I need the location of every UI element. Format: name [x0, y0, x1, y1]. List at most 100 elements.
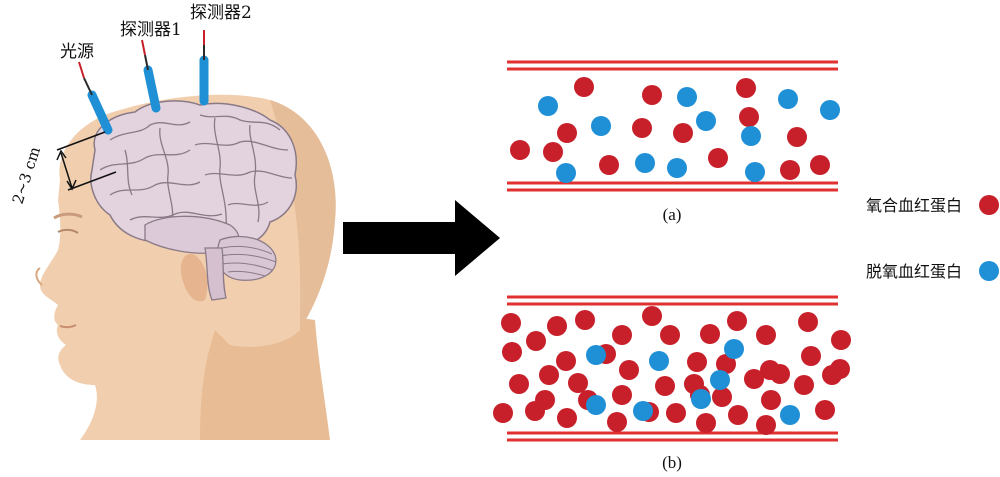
legend-oxy-label: 氧合血红蛋白	[866, 196, 962, 215]
oxyhemoglobin-cell	[547, 316, 567, 336]
light-source-label: 光源	[60, 42, 94, 62]
oxyhemoglobin-cell	[574, 77, 594, 97]
oxyhemoglobin-cell	[794, 375, 814, 395]
deoxyhemoglobin-cell	[724, 339, 744, 359]
oxyhemoglobin-cell	[526, 331, 546, 351]
legend-deoxy-label: 脱氧血红蛋白	[866, 262, 962, 281]
oxyhemoglobin-cell	[780, 160, 800, 180]
oxyhemoglobin-cell	[798, 312, 818, 332]
deoxyhemoglobin-cell	[710, 370, 730, 390]
oxyhemoglobin-cell	[509, 374, 529, 394]
oxyhemoglobin-cell	[728, 405, 748, 425]
detector1-label: 探测器1	[120, 20, 182, 40]
deoxyhemoglobin-cell	[780, 405, 800, 425]
cerebellum	[216, 235, 277, 281]
light-source-probe	[78, 61, 113, 135]
deoxyhemoglobin-cell	[820, 100, 840, 120]
oxyhemoglobin-cell	[801, 346, 821, 366]
oxyhemoglobin-cell	[716, 354, 736, 374]
deoxyhemoglobin-cell	[691, 389, 711, 409]
brain-stem	[204, 247, 227, 301]
oxyhemoglobin-cell	[557, 408, 577, 428]
oxyhemoglobin-cell	[575, 310, 595, 330]
oxyhemoglobin-cell	[727, 311, 747, 331]
oxyhemoglobin-cell	[770, 364, 790, 384]
oxyhemoglobin-cell	[510, 140, 530, 160]
mouth	[59, 324, 77, 329]
deoxyhemoglobin-cell	[633, 401, 653, 421]
oxyhemoglobin-cell	[655, 376, 675, 396]
oxyhemoglobin-cell	[493, 403, 513, 423]
oxyhemoglobin-cell	[736, 78, 756, 98]
caption-b: (b)	[662, 453, 682, 472]
oxyhemoglobin-cell	[612, 385, 632, 405]
oxyhemoglobin-cell	[607, 412, 627, 432]
oxyhemoglobin-cell	[831, 330, 851, 350]
oxyhemoglobin-cell	[666, 403, 686, 423]
deoxyhemoglobin-cell	[591, 116, 611, 136]
oxyhemoglobin-cell	[557, 123, 577, 143]
ear	[180, 253, 208, 302]
deoxyhemoglobin-cell	[586, 395, 606, 415]
oxyhemoglobin-cell	[756, 415, 776, 435]
deoxyhemoglobin-cell	[741, 126, 761, 146]
vessel-wall-top-b	[507, 295, 838, 306]
transition-arrow	[343, 200, 500, 276]
nose	[35, 267, 43, 286]
oxyhemoglobin-cell	[761, 390, 781, 410]
vessel-wall-bottom-b	[507, 431, 838, 442]
oxyhemoglobin-cell	[612, 325, 632, 345]
oxyhemoglobin-cell	[502, 342, 522, 362]
oxyhemoglobin-cell	[744, 369, 764, 389]
vessel-panel-b	[493, 295, 851, 442]
oxyhemoglobin-cell	[712, 387, 732, 407]
oxyhemoglobin-cell	[815, 400, 835, 420]
cells-b	[493, 306, 851, 435]
legend-oxy-swatch	[979, 195, 999, 215]
oxyhemoglobin-cell	[787, 127, 807, 147]
oxyhemoglobin-cell	[756, 325, 776, 345]
oxyhemoglobin-cell	[642, 306, 662, 326]
oxyhemoglobin-cell	[501, 313, 521, 333]
oxyhemoglobin-cell	[696, 413, 716, 433]
oxyhemoglobin-cell	[660, 325, 680, 345]
deoxyhemoglobin-cell	[677, 87, 697, 107]
eye	[57, 228, 79, 234]
deoxyhemoglobin-cell	[778, 89, 798, 109]
oxyhemoglobin-cell	[700, 324, 720, 344]
oxyhemoglobin-cell	[619, 360, 639, 380]
vessel-wall-bottom-a	[507, 181, 838, 192]
oxyhemoglobin-cell	[708, 148, 728, 168]
oxyhemoglobin-cell	[599, 155, 619, 175]
deoxyhemoglobin-cell	[538, 96, 558, 116]
oxyhemoglobin-cell	[673, 123, 693, 143]
legend: 氧合血红蛋白 脱氧血红蛋白	[866, 195, 999, 281]
deoxyhemoglobin-cell	[696, 111, 716, 131]
brain-gyri	[99, 114, 293, 231]
oxyhemoglobin-cell	[632, 118, 652, 138]
deoxyhemoglobin-cell	[586, 345, 606, 365]
oxyhemoglobin-cell	[810, 155, 830, 175]
detector1-probe	[141, 39, 161, 113]
oxyhemoglobin-cell	[535, 390, 555, 410]
deoxyhemoglobin-cell	[745, 162, 765, 182]
oxyhemoglobin-cell	[739, 107, 759, 127]
caption-a: (a)	[663, 205, 682, 224]
eyebrow	[53, 212, 83, 220]
deoxyhemoglobin-cell	[649, 351, 669, 371]
legend-deoxy-swatch	[979, 261, 999, 281]
cerebrum	[90, 100, 297, 252]
oxyhemoglobin-cell	[539, 365, 559, 385]
oxyhemoglobin-cell	[543, 142, 563, 162]
depth-label: 2~3 cm	[9, 145, 44, 207]
oxyhemoglobin-cell	[568, 373, 588, 393]
oxyhemoglobin-cell	[642, 85, 662, 105]
depth-marker	[56, 131, 117, 191]
vessel-wall-top-a	[507, 60, 838, 71]
cells-a	[510, 77, 840, 183]
deoxyhemoglobin-cell	[667, 158, 687, 178]
deoxyhemoglobin-cell	[556, 163, 576, 183]
oxyhemoglobin-cell	[556, 351, 576, 371]
oxyhemoglobin-cell	[687, 352, 707, 372]
